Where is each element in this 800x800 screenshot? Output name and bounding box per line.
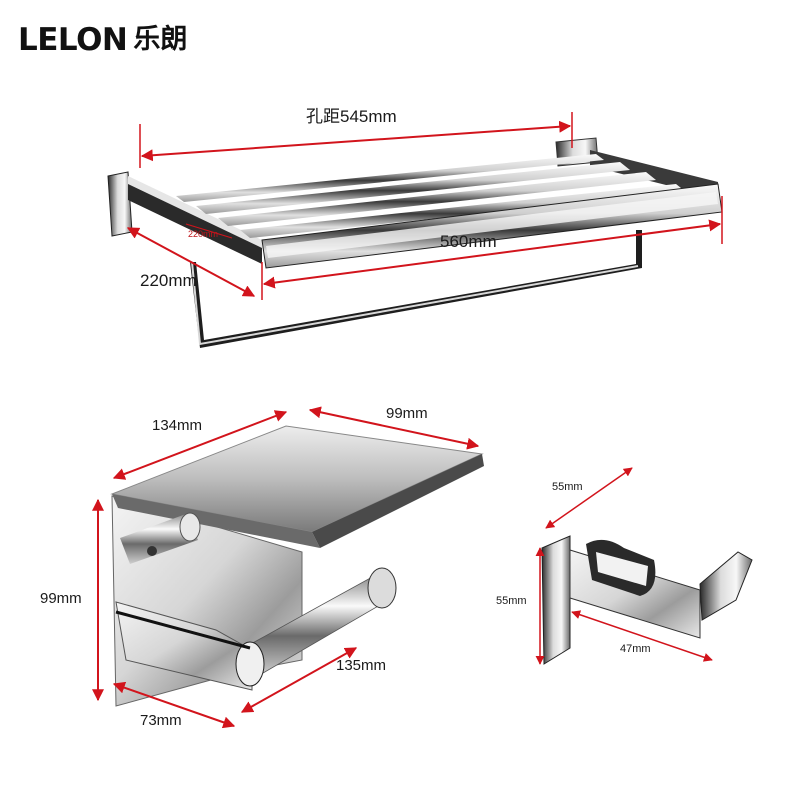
rack-depth-label: 220mm	[140, 271, 197, 290]
towel-rack	[107, 137, 723, 348]
hook-side-label: 55mm	[496, 595, 527, 607]
towel-rack-slat	[196, 162, 630, 214]
logo-chinese-text: 乐朗	[133, 24, 188, 55]
logo-text: LELON	[18, 22, 128, 58]
holder-bar-length-label: 135mm	[336, 657, 387, 674]
holder-top-width-label: 134mm	[152, 417, 203, 434]
rack-width-label: 560mm	[440, 232, 497, 251]
hook-dimension-lines	[535, 467, 713, 665]
hole-distance-label: 孔距545mm	[306, 107, 397, 126]
paper-holder-dimension-lines	[92, 406, 480, 729]
hook-depth-label: 47mm	[620, 643, 651, 655]
hook-base-plate	[541, 535, 571, 665]
towel-rack-slat	[176, 154, 604, 202]
holder-height-label: 99mm	[40, 590, 82, 607]
towel-rack-slat	[218, 172, 656, 226]
paper-holder-upper-rod	[120, 514, 198, 564]
holder-shelf-depth-label: 99mm	[386, 405, 428, 422]
towel-rack-dimension-lines	[126, 112, 723, 300]
hook-top-label: 55mm	[552, 481, 583, 493]
brand-logo: LELON 乐朗	[18, 18, 187, 62]
holder-base-width-label: 73mm	[140, 712, 182, 729]
towel-rack-hanging-bar	[190, 230, 642, 348]
rack-depth-small-label: 220mm	[188, 229, 219, 239]
paper-holder	[110, 425, 484, 707]
towel-rack-right-arm	[590, 150, 718, 198]
hook-tip	[699, 551, 753, 621]
